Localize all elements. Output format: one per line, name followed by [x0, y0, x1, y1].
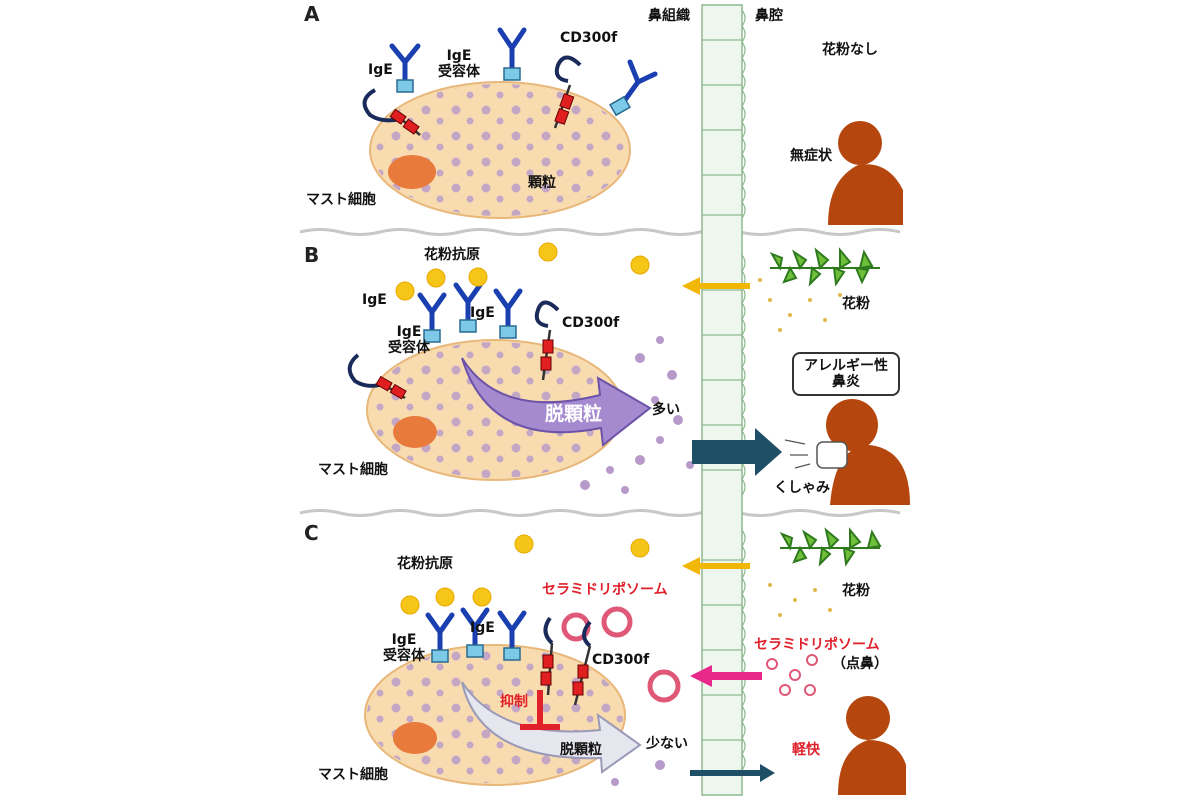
small-liposomes-c	[766, 654, 818, 696]
pollen-inflow-arrow-b	[682, 277, 750, 295]
cd300f-label-a: CD300f	[560, 30, 618, 46]
cd300f-b1	[347, 353, 407, 400]
degranulation-arrow-b	[461, 357, 652, 447]
many-label: 多い	[652, 402, 680, 418]
inhibition-symbol-c	[520, 690, 560, 730]
ceramide-liposome-nasal-label: セラミドリポソーム	[754, 637, 880, 653]
pollen-antigen-label-b: 花粉抗原	[424, 247, 480, 263]
sneeze-lines-b	[784, 439, 811, 469]
cd300f-label-b: CD300f	[562, 315, 620, 331]
ige-antibodies-c	[425, 607, 527, 653]
inhibition-label: 抑制	[500, 694, 528, 710]
mast-cell-label-b: マスト細胞	[318, 462, 388, 478]
degranulation-arrow-c	[461, 681, 642, 774]
cd300f-c2	[572, 620, 592, 706]
pollen-antigen-label-c: 花粉抗原	[397, 556, 453, 572]
nucleus-a	[388, 155, 436, 189]
person-a	[828, 121, 903, 225]
pollen-on-antibody-c	[400, 587, 492, 615]
signal-arrow-c	[690, 764, 775, 782]
nasal-cavity-label: 鼻腔	[755, 8, 783, 24]
ige-antibody-a3	[622, 59, 658, 103]
panel-c	[364, 527, 906, 795]
cd300f-label-c: CD300f	[592, 652, 650, 668]
divider-bc	[299, 509, 901, 517]
cd300f-a2	[553, 55, 582, 129]
free-pollen-b	[538, 242, 650, 275]
person-c	[838, 696, 906, 795]
pollen-label-b: 花粉	[842, 296, 870, 312]
nasal-tissue-label: 鼻組織	[648, 8, 690, 24]
pollen-inflow-arrow-c	[682, 557, 750, 575]
pollen-label-c: 花粉	[842, 583, 870, 599]
ige-label-c: IgE	[470, 620, 495, 636]
signal-arrow-b	[692, 428, 782, 476]
free-pollen-c	[514, 534, 650, 558]
ceramide-liposome-label-c: セラミドリポソーム	[542, 582, 668, 598]
pollen-plant-b	[769, 247, 880, 287]
ige-antibody-a1	[389, 43, 421, 85]
sneeze-label: くしゃみ	[774, 480, 830, 496]
panel-c-letter: C	[304, 521, 319, 545]
few-label: 少ない	[646, 736, 688, 752]
no-pollen-label: 花粉なし	[822, 42, 878, 58]
relief-label: 軽快	[792, 742, 820, 758]
panel-a	[362, 27, 903, 225]
granule-label-a: 顆粒	[528, 175, 556, 191]
nasal-drop-label: （点鼻）	[832, 656, 888, 672]
ige-receptor-a2	[503, 67, 521, 81]
pollen-plant-c	[779, 527, 882, 567]
mast-cell-label-a: マスト細胞	[306, 192, 376, 208]
allergic-rhinitis-box: アレルギー性鼻炎	[792, 352, 900, 397]
ige-label-b-mid: IgE	[470, 305, 495, 321]
ige-label-b-left: IgE	[362, 292, 387, 308]
ige-receptors-c	[431, 644, 521, 663]
pollen-dust-b	[758, 278, 842, 332]
degranulation-label-c: 脱顆粒	[560, 742, 602, 758]
person-b-sneezing	[826, 399, 910, 505]
mast-cell-label-c: マスト細胞	[318, 767, 388, 783]
ige-antibodies-b	[417, 282, 523, 333]
panel-a-letter: A	[304, 2, 320, 26]
divider-ab	[299, 228, 901, 236]
face-mask-b	[816, 441, 848, 469]
pollen-on-antibody-b	[395, 267, 488, 301]
ige-receptors-b	[423, 319, 517, 343]
panel-b-letter: B	[304, 243, 320, 267]
panel-b	[347, 242, 910, 505]
nucleus-c	[393, 722, 437, 754]
released-granules-b	[580, 336, 694, 494]
asymptomatic-label: 無症状	[790, 148, 832, 164]
nucleus-b	[393, 416, 437, 448]
pollen-dust-c	[768, 583, 832, 617]
ige-antibody-a2	[497, 27, 527, 71]
ige-receptor-a3	[609, 95, 631, 117]
ige-label-a: IgE	[368, 62, 393, 78]
cd300f-c1	[540, 616, 554, 696]
released-granules-c	[611, 760, 665, 786]
cd300f-b2	[534, 300, 560, 381]
ige-receptor-a1	[396, 79, 414, 93]
liposomes-c	[561, 606, 681, 703]
liposome-inflow-arrow-c	[690, 665, 762, 687]
cd300f-a1	[362, 88, 421, 136]
degranulation-label-b: 脱顆粒	[545, 403, 603, 425]
